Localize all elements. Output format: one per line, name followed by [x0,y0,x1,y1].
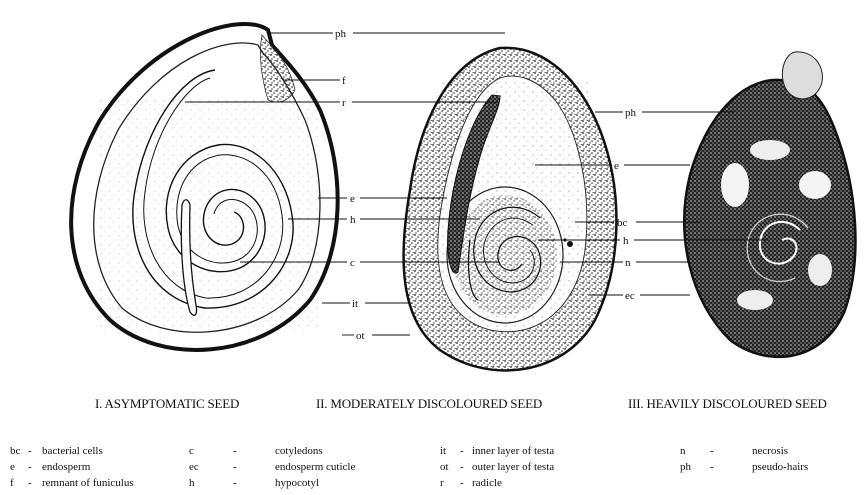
label-c: c [350,257,355,269]
legend-dash: - [233,460,275,475]
seed-diagram: ph f r e h c it ot ph e bc h n ec [0,0,867,400]
legend-text: remnant of funiculus [42,477,134,489]
label-ph-2: ph [625,107,637,119]
legend-item: e-endosperm [10,460,90,475]
label-h-2: h [623,235,629,247]
label-bc: bc [617,217,628,229]
legend-dash: - [28,460,42,475]
legend-dash: - [233,444,275,459]
legend-text: endosperm cuticle [275,461,355,473]
legend-abbr: ph [680,460,710,475]
legend-item: f-remnant of funiculus [10,476,134,491]
legend-dash: - [460,444,472,459]
legend-abbr: c [189,444,233,459]
caption-heavily-discoloured: III. HEAVILY DISCOLOURED SEED [628,396,827,412]
legend-text: inner layer of testa [472,445,554,457]
seed3-light-patch-4 [737,290,773,310]
label-n: n [625,257,631,269]
seed3-outer [684,80,855,357]
legend-text: cotyledons [275,445,323,457]
legend-dash: - [28,476,42,491]
legend-abbr: h [189,476,233,491]
legend-dash: - [710,460,752,475]
legend-abbr: f [10,476,28,491]
legend-dash: - [460,476,472,491]
seed3-light-patch-3 [750,140,790,160]
legend-item: c-cotyledons [189,444,323,459]
label-e-1: e [350,193,355,205]
legend-abbr: it [440,444,460,459]
label-ph-1: ph [335,28,347,40]
legend-item: bc-bacterial cells [10,444,103,459]
label-ot: ot [356,330,365,342]
label-ec: ec [625,290,635,302]
seed-moderately-discoloured [404,48,617,371]
legend-text: necrosis [752,445,788,457]
label-f: f [342,75,346,87]
legend-item: r-radicle [440,476,502,491]
legend-item: ot-outer layer of testa [440,460,554,475]
seed-asymptomatic [71,24,338,350]
legend-abbr: ot [440,460,460,475]
label-it: it [352,298,358,310]
legend-text: pseudo-hairs [752,461,808,473]
label-h-1: h [350,214,356,226]
legend-dash: - [28,444,42,459]
legend-text: endosperm [42,461,90,473]
legend-text: hypocotyl [275,477,319,489]
legend-dash: - [710,444,752,459]
caption-asymptomatic: I. ASYMPTOMATIC SEED [95,396,239,412]
legend-abbr: e [10,460,28,475]
legend-text: outer layer of testa [472,461,554,473]
legend-item: ph-pseudo-hairs [680,460,808,475]
seed3-blob-top [782,52,822,99]
caption-moderately-discoloured: II. MODERATELY DISCOLOURED SEED [316,396,542,412]
seed-heavily-discoloured [684,52,855,357]
legend-item: it-inner layer of testa [440,444,554,459]
seed3-light-patch-2 [799,171,831,199]
legend-abbr: bc [10,444,28,459]
seed3-light-patch-1 [721,163,749,207]
legend-abbr: r [440,476,460,491]
legend-item: n-necrosis [680,444,788,459]
legend-abbr: n [680,444,710,459]
legend-abbr: ec [189,460,233,475]
legend-text: bacterial cells [42,445,103,457]
legend-dash: - [233,476,275,491]
legend-dash: - [460,460,472,475]
seed3-light-patch-5 [808,254,832,286]
seed2-necrosis-spot [567,241,573,247]
legend-item: ec-endosperm cuticle [189,460,355,475]
legend-text: radicle [472,477,502,489]
legend-item: h-hypocotyl [189,476,319,491]
label-e-2: e [614,160,619,172]
label-r: r [342,97,346,109]
